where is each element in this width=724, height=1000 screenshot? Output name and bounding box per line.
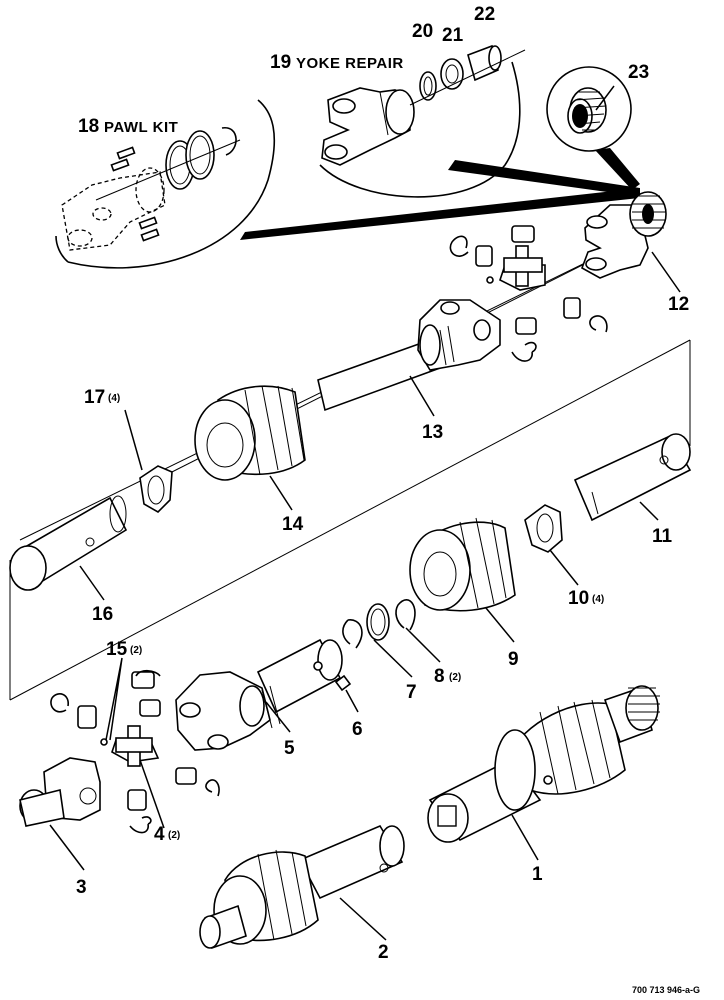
callout-17: 17 [84,387,105,408]
part-14-shield [194,385,306,481]
callout-7: 7 [406,682,417,703]
callout-22: 22 [474,4,495,25]
part-17-bearing [139,465,173,513]
callout-labels: 1 2 3 4 (2) 5 6 7 8 (2) 9 10 (4) 11 12 1… [76,4,700,995]
callout-15-qty: (2) [130,645,142,656]
callout-2: 2 [378,942,389,963]
part-13-shaft-yoke [317,299,501,412]
callout-1: 1 [532,864,543,885]
callout-20: 20 [412,21,433,42]
part-5-shaft-yoke [175,638,343,751]
detail-splined-hub [546,66,640,190]
part-9-shield [409,517,516,612]
part-cross-kit-lower [50,669,220,834]
drawing-code: 700 713 946-a-G [632,985,700,995]
callout-4: 4 [154,824,165,845]
part-16-tube [9,495,128,591]
callout-11: 11 [652,526,673,547]
callout-19: 19 [270,52,291,73]
callout-9: 9 [508,649,519,670]
callout-21: 21 [442,25,464,46]
part-10-bearing [524,504,563,553]
callout-13: 13 [422,422,443,443]
detail-pawl-kit [55,99,640,269]
part-11-tube [573,433,692,522]
callout-10: 10 [568,588,589,609]
callout-6: 6 [352,719,363,740]
callout-12: 12 [668,294,689,315]
callout-8-qty: (2) [449,672,461,683]
callout-23: 23 [628,62,649,83]
callout-19-text: YOKE REPAIR [296,55,404,72]
callout-15: 15 [106,639,128,660]
part-1-assembly [427,685,660,843]
part-12-yoke [581,191,667,279]
callout-14: 14 [282,514,304,535]
detail-yoke-repair [319,44,640,198]
part-cross-kit-upper [449,225,608,362]
part-3-yoke [19,757,101,827]
callout-18-text: PAWL KIT [104,119,178,136]
part-6-fitting [334,674,352,692]
callout-18: 18 [78,116,99,137]
part-8-snap-rings [342,599,416,649]
part-2-assembly [199,824,405,950]
leader-lines [49,85,681,941]
callout-17-qty: (4) [108,393,120,404]
callout-4-qty: (2) [168,830,180,841]
callout-8: 8 [434,666,445,687]
callout-10-qty: (4) [592,594,604,605]
callout-16: 16 [92,604,113,625]
callout-5: 5 [284,738,295,759]
callout-3: 3 [76,877,87,898]
